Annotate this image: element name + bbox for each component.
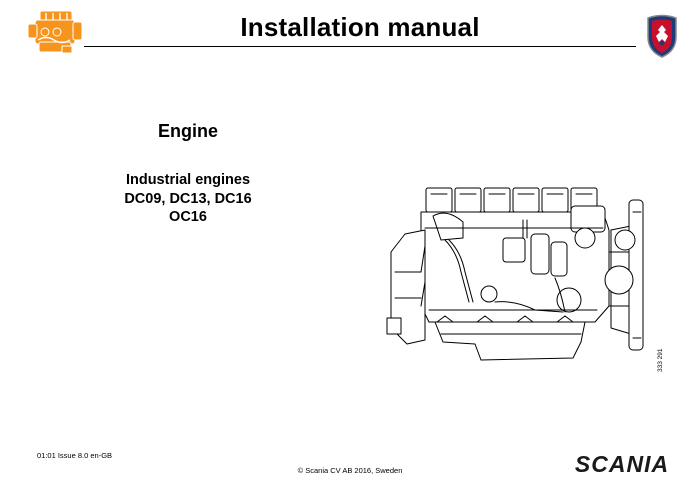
scania-griffin-icon — [647, 14, 677, 58]
page-title: Installation manual — [240, 12, 480, 42]
engine-illustration — [386, 187, 644, 361]
header-rule — [84, 46, 636, 47]
issue-info: 01:01 Issue 8.0 en-GB — [37, 451, 113, 460]
engine-icon — [27, 10, 83, 54]
copyright: © Scania CV AB 2016, Sweden — [297, 466, 403, 475]
figure-code: 333 291 — [657, 348, 664, 373]
brand-wordmark: SCANIA — [575, 451, 669, 476]
document-heading: Engine — [157, 121, 218, 141]
subtitle-line: Industrial engines — [125, 172, 251, 188]
subtitle-line: OC16 — [169, 209, 207, 225]
scania-wordmark-logo: SCANIA — [575, 451, 669, 476]
engine-models: Industrial engines DC09, DC13, DC16 OC16 — [96, 171, 280, 227]
subtitle-line: DC09, DC13, DC16 — [124, 190, 252, 207]
